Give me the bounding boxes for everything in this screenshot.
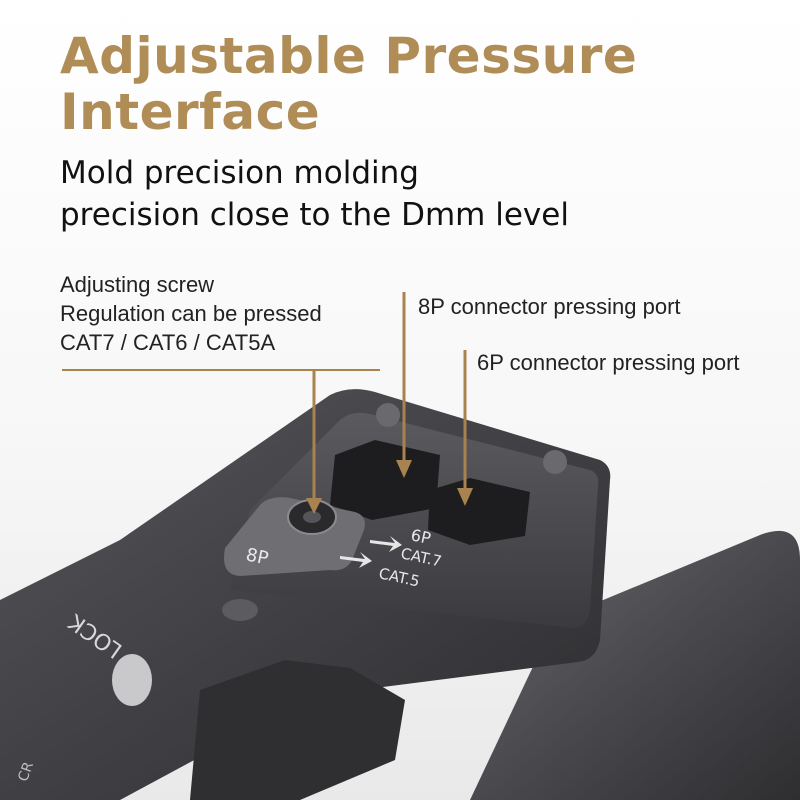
callout-line: Regulation can be pressed (60, 301, 322, 326)
tool-jaw (190, 660, 405, 800)
port-8p-cavity (330, 440, 440, 520)
callout-line: Adjusting screw (60, 272, 215, 297)
leader-6p-port (457, 350, 473, 506)
callout-adjusting-screw: Adjusting screw Regulation can be presse… (60, 270, 322, 357)
tool-top-face (230, 412, 599, 628)
callout-line: 6P connector pressing port (477, 350, 740, 375)
callout-8p-port: 8P connector pressing port (418, 292, 681, 321)
label-6p: 6P (409, 525, 433, 548)
arrow-icon (370, 536, 402, 552)
headline-line-2: Interface (60, 83, 321, 141)
leader-8p-port (396, 292, 412, 478)
tool-handle (470, 530, 800, 800)
label-cr: CR (15, 760, 37, 784)
rivet-icon (112, 654, 152, 706)
pin-icon (543, 450, 567, 474)
port-6p-cavity (428, 478, 530, 545)
headline-line-1: Adjustable Pressure (60, 27, 638, 85)
subheadline-line-1: Mold precision molding (60, 155, 419, 191)
callout-line: 8P connector pressing port (418, 294, 681, 319)
arrow-icon (340, 552, 372, 568)
headline: Adjustable Pressure Interface (60, 28, 780, 140)
callout-line: CAT7 / CAT6 / CAT5A (60, 330, 276, 355)
subheadline: Mold precision molding precision close t… (60, 152, 780, 236)
callout-6p-port: 6P connector pressing port (477, 348, 740, 377)
pin-icon (376, 403, 400, 427)
leader-adjusting-screw (62, 369, 380, 514)
pin-icon (222, 599, 258, 621)
subheadline-line-2: precision close to the Dmm level (60, 197, 569, 233)
label-8p: 8P (244, 544, 270, 569)
